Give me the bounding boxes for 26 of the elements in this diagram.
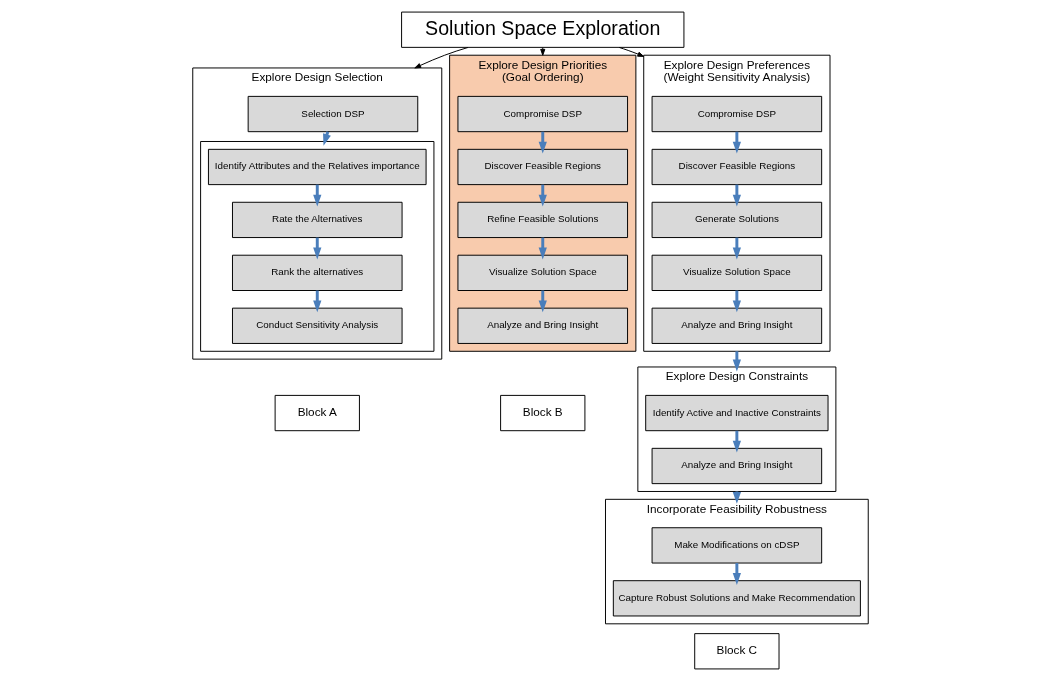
node-box: Analyze and Bring Insight xyxy=(651,307,822,344)
node-box: Compromise DSP xyxy=(651,95,822,133)
node-box: Conduct Sensitivity Analysis xyxy=(231,307,403,344)
arrow xyxy=(618,46,644,57)
node-box: Discover Feasible Regions xyxy=(651,148,822,186)
node-box: Block B xyxy=(499,394,585,432)
node-box: Capture Robust Solutions and Make Recommendation xyxy=(612,580,861,617)
node-box: Rank the alternatives xyxy=(231,254,403,291)
cluster xyxy=(199,141,434,352)
node-box: Identify Active and Inactive Constraints xyxy=(644,394,829,432)
node-box: Make Modifications on cDSP xyxy=(651,527,822,564)
node-box: Selection DSP xyxy=(247,95,418,133)
node-box: Visualize Solution Space xyxy=(456,254,628,291)
node-box: Analyze and Bring Insight xyxy=(456,307,628,344)
node-box: Block C xyxy=(693,633,779,670)
arrow xyxy=(539,47,545,56)
node-box: Rate the Alternatives xyxy=(231,201,403,239)
node-box: Discover Feasible Regions xyxy=(456,148,628,186)
node-box: Generate Solutions xyxy=(651,201,822,239)
node-box: Refine Feasible Solutions xyxy=(456,201,628,239)
node-box: Analyze and Bring Insight xyxy=(651,447,822,485)
node-box: Visualize Solution Space xyxy=(651,254,822,291)
node-box: Identify Attributes and the Relatives importance xyxy=(207,148,427,186)
node-box: Block A xyxy=(274,394,360,432)
arrow xyxy=(732,351,741,372)
node-box: Compromise DSP xyxy=(456,95,628,133)
